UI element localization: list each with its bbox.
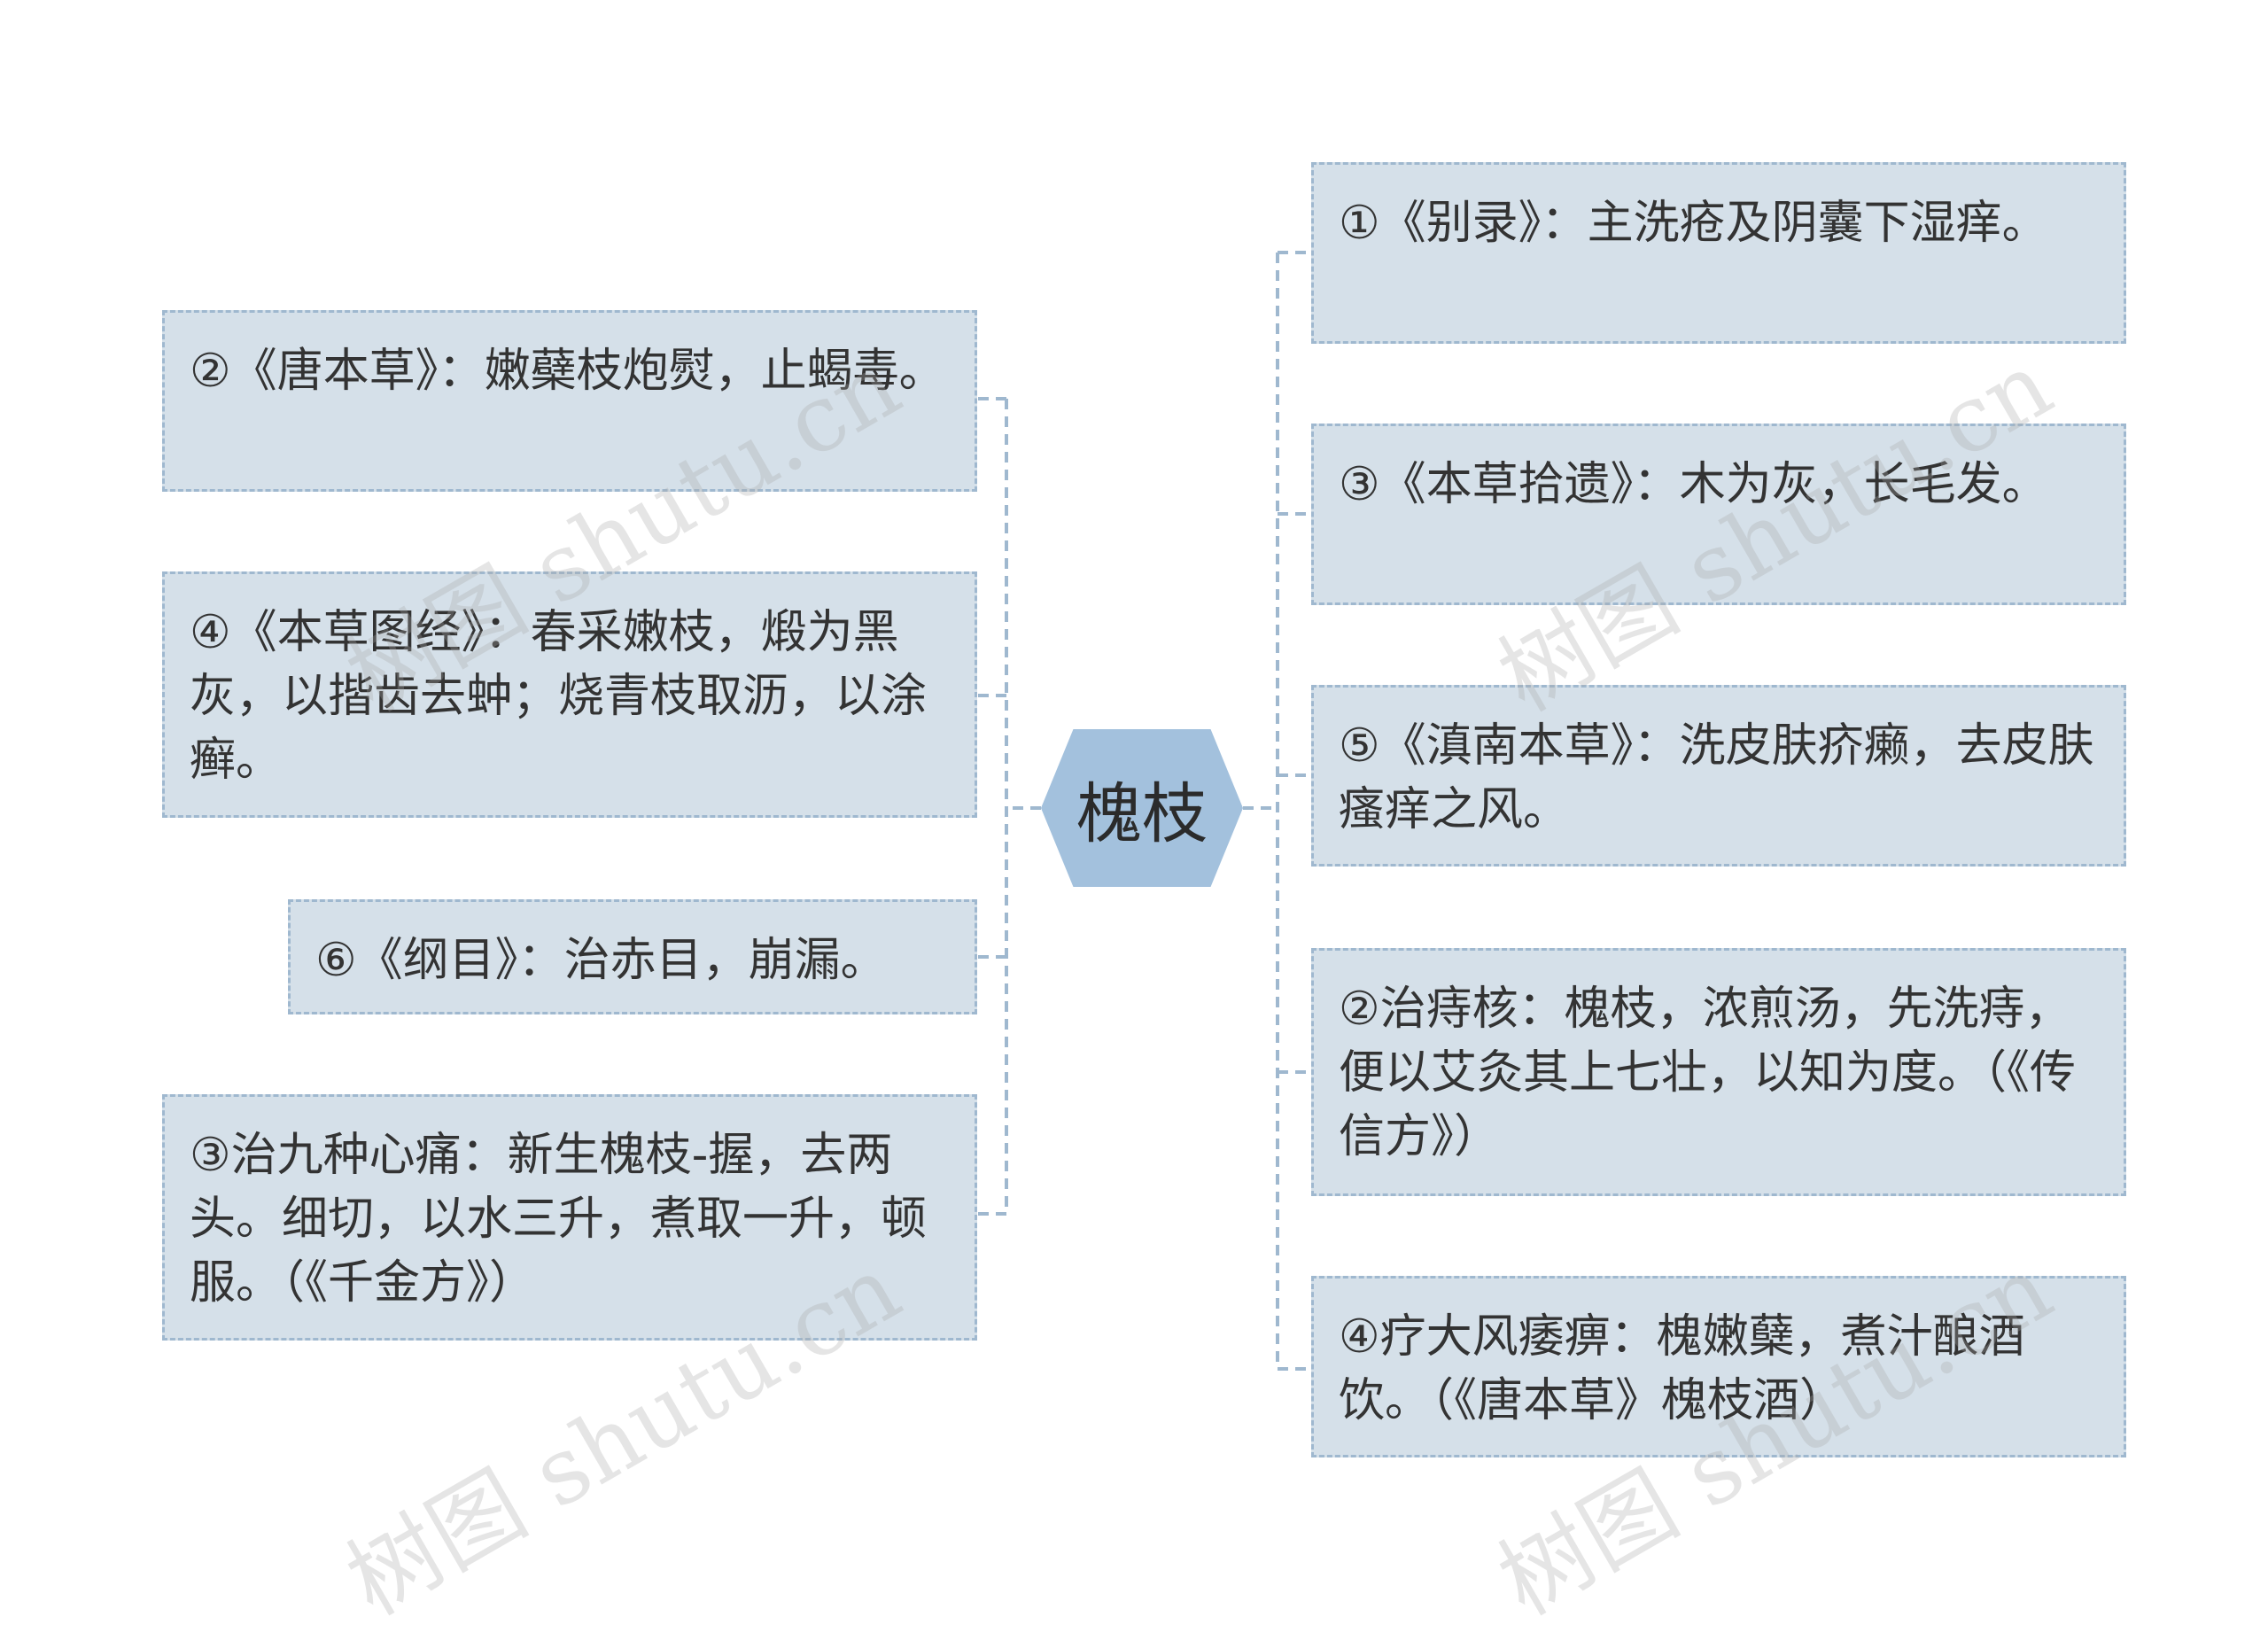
topic-right-1[interactable]: ①《别录》：主洗疮及阴囊下湿痒。 <box>1311 162 2126 344</box>
topic-right-3[interactable]: ⑤《滇南本草》：洗皮肤疥癞，去皮肤瘙痒之风。 <box>1311 685 2126 867</box>
connector-lines <box>977 251 1311 1371</box>
topic-left-2[interactable]: ④《本草图经》：春采嫩枝，煅为黑灰，以揩齿去蚛；烧青枝取沥，以涂癣。 <box>162 571 977 818</box>
topic-text: ②治痔核：槐枝，浓煎汤，先洗痔，便以艾灸其上七壮，以知为度。（《传信方》） <box>1339 983 2077 1163</box>
topic-right-4[interactable]: ②治痔核：槐枝，浓煎汤，先洗痔，便以艾灸其上七壮，以知为度。（《传信方》） <box>1311 948 2126 1196</box>
topic-right-2[interactable]: ③《本草拾遗》：木为灰，长毛发。 <box>1311 424 2126 605</box>
topic-text: ③《本草拾遗》：木为灰，长毛发。 <box>1339 458 2048 511</box>
topic-left-3[interactable]: ⑥《纲目》：治赤目，崩漏。 <box>288 899 977 1014</box>
central-topic[interactable]: 槐枝 <box>1041 729 1243 887</box>
topic-right-5[interactable]: ④疗大风痿痹：槐嫩蘖，煮汁酿酒饮。（《唐本草》槐枝酒） <box>1311 1276 2126 1457</box>
topic-text: ⑤《滇南本草》：洗皮肤疥癞，去皮肤瘙痒之风。 <box>1339 719 2094 836</box>
connector-right-trunk <box>1243 253 1279 1369</box>
topic-left-1[interactable]: ②《唐本草》：嫩蘗枝炮熨，止蝎毒。 <box>162 310 977 492</box>
topic-text: ④疗大风痿痹：槐嫩蘖，煮汁酿酒饮。（《唐本草》槐枝酒） <box>1339 1310 2025 1427</box>
topic-left-4[interactable]: ③治九种心痛：新生槐枝-握，去两头。细切，以水三升，煮取一升，顿服。（《千金方》… <box>162 1094 977 1341</box>
topic-text: ②《唐本草》：嫩蘗枝炮熨，止蝎毒。 <box>190 345 945 398</box>
topic-text: ⑥《纲目》：治赤目，崩漏。 <box>315 934 887 987</box>
topic-text: ③治九种心痛：新生槐枝-握，去两头。细切，以水三升，煮取一升，顿服。（《千金方》… <box>190 1129 928 1310</box>
central-topic-label: 槐枝 <box>1076 775 1208 852</box>
topic-text: ④《本草图经》：春采嫩枝，煅为黑灰，以揩齿去蚛；烧青枝取沥，以涂癣。 <box>190 606 928 787</box>
topic-text: ①《别录》：主洗疮及阴囊下湿痒。 <box>1339 197 2048 250</box>
connector-left-trunk <box>1005 399 1041 1214</box>
mind-map: 槐枝 ②《唐本草》：嫩蘗枝炮熨，止蝎毒。 ④《本草图经》：春采嫩枝，煅为黑灰，以… <box>162 162 2126 1636</box>
